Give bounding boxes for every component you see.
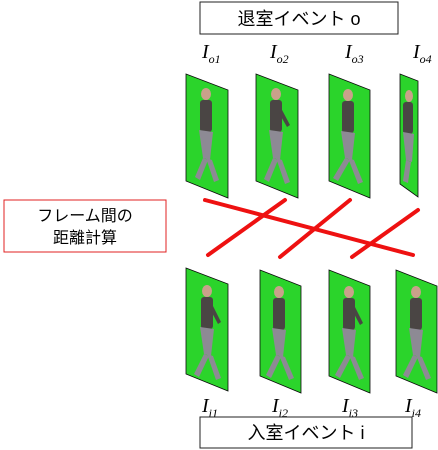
top-frame-label-4: Io4 [412, 41, 432, 66]
match-line-4 [350, 208, 420, 259]
match-line-2 [206, 198, 287, 257]
walking-person-image [266, 286, 294, 380]
distance-label-line2: 距離計算 [53, 228, 117, 247]
walking-person-image [264, 88, 290, 184]
bottom-frame-label-1: Ii1 [201, 395, 218, 420]
top-event-label: 退室イベント o [237, 9, 360, 29]
bottom-frame-2 [259, 269, 302, 394]
match-line-1 [203, 198, 415, 257]
match-line-3 [278, 198, 352, 259]
top-frame-3 [328, 73, 371, 199]
top-frame-label-3: Io3 [344, 41, 364, 66]
distance-label-line1: フレーム間の [37, 208, 133, 225]
bottom-frame-label-2: Ii2 [271, 395, 288, 420]
bottom-frame-3 [328, 269, 371, 394]
top-frame-label-1: Io1 [201, 41, 221, 66]
walking-person-image [333, 89, 363, 184]
walking-person-image [194, 285, 221, 380]
top-frame-labels: Io1 Io2 Io3 Io4 [201, 41, 432, 66]
bottom-frame-4 [395, 269, 438, 394]
top-frame-4 [399, 73, 419, 198]
bottom-frame-labels: Ii1 Ii2 Ii3 Ii4 [201, 395, 421, 420]
top-frame-2 [255, 73, 299, 199]
bottom-frame-label-4: Ii4 [404, 395, 421, 420]
walking-person-image [403, 286, 431, 380]
top-event-box: 退室イベント o [199, 1, 399, 35]
walking-person-image [403, 90, 414, 183]
bottom-event-box: 入室イベント i [199, 416, 413, 449]
top-frame-1 [185, 73, 229, 199]
frame-matching-lines [203, 198, 420, 259]
bottom-frame-label-3: Ii3 [341, 395, 358, 420]
bottom-event-label: 入室イベント i [248, 423, 365, 443]
top-frame-label-2: Io2 [269, 41, 289, 66]
distance-calc-box: フレーム間の 距離計算 [3, 199, 167, 253]
walking-person-image [195, 88, 219, 182]
bottom-frame-1 [185, 267, 229, 392]
walking-person-image [335, 286, 364, 380]
